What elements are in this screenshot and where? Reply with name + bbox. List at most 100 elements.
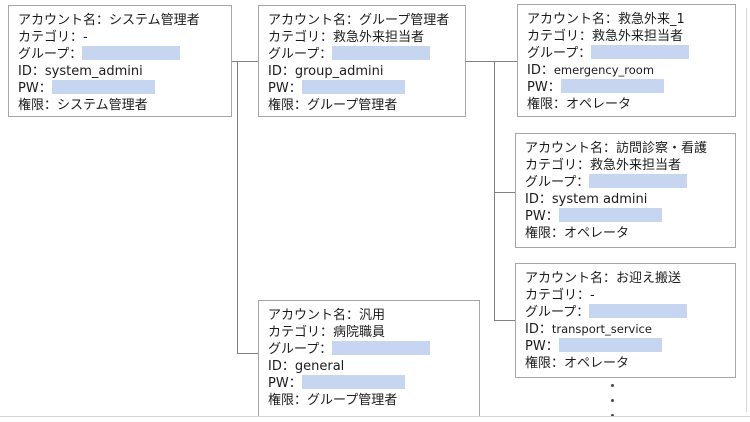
field-label: カテゴリ：: [268, 325, 334, 340]
frame-right-edge: [746, 8, 747, 412]
field-label: アカウント名：: [527, 12, 619, 27]
field-value: group_admini: [294, 64, 384, 79]
field-label: PW：: [527, 80, 561, 95]
field-value: システム管理者: [57, 98, 148, 113]
frame-bottom-edge: [0, 416, 750, 417]
category-row: カテゴリ：-: [18, 29, 222, 46]
account-name-row: アカウント名：汎用: [268, 307, 470, 324]
field-value: オペレータ: [566, 97, 632, 112]
id-row: ID：system_admini: [18, 63, 222, 80]
connector-branch-to-general: [237, 353, 258, 354]
account-box-general: アカウント名：汎用 カテゴリ：病院職員 グループ： ID：general PW：…: [258, 300, 480, 417]
group-row: グループ：: [18, 46, 222, 63]
field-label: アカウント名：: [268, 13, 360, 28]
field-value: 救急外来担当者: [590, 158, 682, 173]
field-value: -: [83, 30, 88, 45]
permission-row: 権限：オペレータ: [527, 96, 726, 113]
field-label: PW：: [525, 209, 559, 224]
field-label: ID：: [527, 63, 554, 78]
account-name-row: アカウント名：グループ管理者: [268, 12, 456, 29]
field-value: 病院職員: [333, 325, 386, 340]
field-value: オペレータ: [564, 226, 630, 241]
account-box-pickup-transport: アカウント名：お迎え搬送 カテゴリ：- グループ： ID：transport_s…: [515, 263, 736, 378]
ellipsis-dot: [611, 399, 614, 402]
pw-row: PW：: [268, 375, 470, 392]
redacted-pw-value: [558, 338, 662, 352]
category-row: カテゴリ：救急外来担当者: [527, 28, 726, 45]
redacted-pw-value: [301, 80, 405, 94]
field-value: transport_service: [551, 322, 652, 336]
connector-box1-to-box2: [232, 61, 258, 62]
field-label: PW：: [268, 81, 302, 96]
account-box-emergency-room: アカウント名：救急外来_1 カテゴリ：救急外来担当者 グループ： ID：emer…: [517, 4, 736, 117]
field-label: アカウント名：: [18, 13, 110, 28]
connector-branch-to-pickup: [494, 320, 515, 321]
redacted-group-value: [332, 46, 431, 60]
field-label: 権限：: [525, 356, 565, 371]
account-box-visit-nursing: アカウント名：訪問診察・看護 カテゴリ：救急外来担当者 グループ： ID：sys…: [515, 133, 736, 248]
field-value: emergency_room: [553, 63, 655, 77]
redacted-pw-value: [51, 80, 155, 94]
id-row: ID：group_admini: [268, 63, 456, 80]
field-label: カテゴリ：: [525, 158, 591, 173]
group-row: グループ：: [525, 304, 726, 321]
field-value: system_admini: [44, 64, 143, 79]
field-label: グループ：: [527, 46, 592, 61]
permission-row: 権限：グループ管理者: [268, 97, 456, 114]
field-value: general: [294, 359, 345, 374]
ellipsis-dot: [611, 414, 614, 417]
account-name-row: アカウント名：システム管理者: [18, 12, 222, 29]
permission-row: 権限：システム管理者: [18, 97, 222, 114]
permission-row: 権限：オペレータ: [525, 355, 726, 372]
redacted-pw-value: [560, 79, 664, 93]
field-value: 訪問診察・看護: [616, 141, 708, 156]
field-value: お迎え搬送: [616, 271, 682, 286]
field-label: グループ：: [525, 305, 590, 320]
account-box-system-admin: アカウント名：システム管理者 カテゴリ：- グループ： ID：system_ad…: [8, 5, 232, 117]
pw-row: PW：: [527, 79, 726, 96]
redacted-group-value: [591, 45, 690, 59]
redacted-group-value: [332, 341, 431, 355]
redacted-group-value: [82, 46, 181, 60]
pw-row: PW：: [268, 80, 456, 97]
redacted-pw-value: [558, 208, 662, 222]
pw-row: PW：: [18, 80, 222, 97]
connector-branch-to-visit: [494, 192, 515, 193]
field-label: 権限：: [268, 393, 308, 408]
id-row: ID：transport_service: [525, 321, 726, 338]
field-label: 権限：: [268, 98, 308, 113]
group-row: グループ：: [268, 46, 456, 63]
field-label: カテゴリ：: [18, 30, 84, 45]
field-value: グループ管理者: [359, 13, 450, 28]
pw-row: PW：: [525, 208, 726, 225]
redacted-group-value: [589, 304, 688, 318]
field-label: ID：: [18, 64, 45, 79]
permission-row: 権限：グループ管理者: [268, 392, 470, 409]
field-label: PW：: [525, 339, 559, 354]
permission-row: 権限：オペレータ: [525, 225, 726, 242]
redacted-pw-value: [301, 375, 405, 389]
field-label: アカウント名：: [525, 271, 617, 286]
field-label: アカウント名：: [268, 308, 360, 323]
field-label: 権限：: [525, 226, 565, 241]
field-value: グループ管理者: [307, 393, 398, 408]
field-label: ID：: [525, 192, 552, 207]
field-value: グループ管理者: [307, 98, 398, 113]
pw-row: PW：: [525, 338, 726, 355]
group-row: グループ：: [525, 174, 726, 191]
field-label: PW：: [18, 81, 52, 96]
field-value: system admini: [551, 192, 648, 207]
account-name-row: アカウント名：訪問診察・看護: [525, 140, 726, 157]
id-row: ID：general: [268, 358, 470, 375]
field-label: ID：: [525, 322, 552, 337]
category-row: カテゴリ：-: [525, 287, 726, 304]
field-label: グループ：: [268, 47, 333, 62]
field-label: カテゴリ：: [525, 288, 591, 303]
field-value: オペレータ: [564, 356, 630, 371]
field-label: グループ：: [525, 175, 590, 190]
field-label: 権限：: [527, 97, 567, 112]
field-value: 救急外来担当者: [333, 30, 425, 45]
account-name-row: アカウント名：お迎え搬送: [525, 270, 726, 287]
id-row: ID：emergency_room: [527, 62, 726, 79]
field-label: ID：: [268, 359, 295, 374]
